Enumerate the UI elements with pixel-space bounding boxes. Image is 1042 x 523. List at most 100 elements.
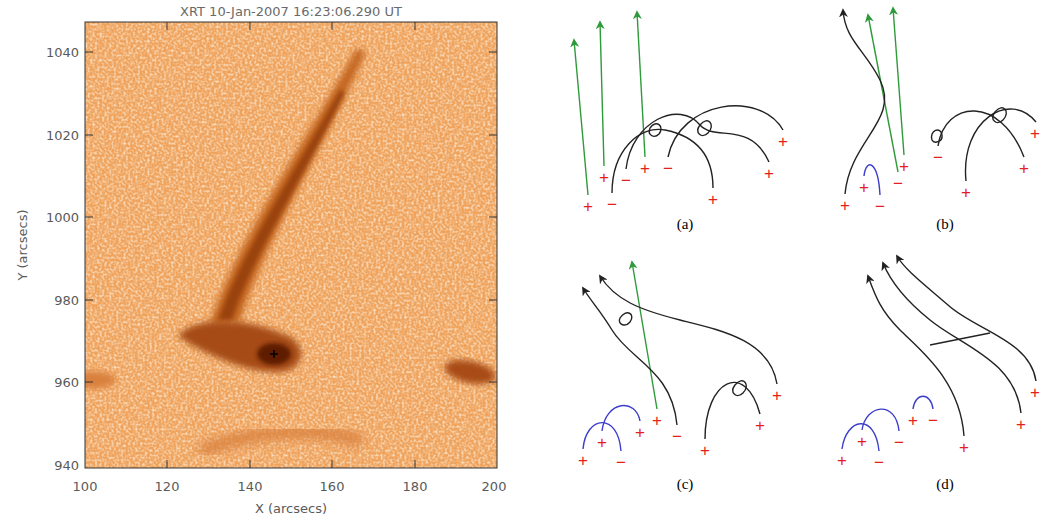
tick-label: 200 bbox=[482, 480, 507, 493]
polarity-sign: + bbox=[1019, 160, 1029, 177]
polarity-sign: + bbox=[899, 158, 909, 175]
tick-label: 1000 bbox=[46, 211, 79, 224]
polarity-sign: − bbox=[621, 172, 631, 189]
faint-patch bbox=[85, 371, 116, 389]
xray-image bbox=[85, 22, 497, 468]
bright-point bbox=[257, 343, 291, 365]
tick-label: 120 bbox=[155, 480, 180, 493]
polarity-sign: + bbox=[1030, 125, 1040, 142]
tick-label: 100 bbox=[73, 480, 98, 493]
new-loop bbox=[602, 405, 640, 431]
image-noise bbox=[85, 22, 497, 468]
jet bbox=[210, 48, 366, 324]
polarity-sign: + bbox=[840, 197, 850, 214]
tick-label: 160 bbox=[320, 480, 345, 493]
polarity-sign: − bbox=[893, 175, 903, 192]
field-lines-d bbox=[842, 256, 1036, 451]
tick-label: 940 bbox=[54, 459, 79, 472]
panel-label: (b) bbox=[936, 217, 954, 232]
open-field-line bbox=[632, 262, 657, 409]
twist-curl bbox=[932, 130, 943, 142]
polarity-sign: + bbox=[635, 424, 645, 441]
polarity-sign: − bbox=[616, 454, 626, 471]
polarity-sign: + bbox=[764, 165, 774, 182]
image-noise bbox=[85, 22, 497, 468]
tick-label: 1040 bbox=[46, 46, 79, 59]
tick-label: 180 bbox=[403, 480, 428, 493]
tick-marks bbox=[85, 22, 497, 468]
jet-base bbox=[178, 321, 301, 372]
open-field-line bbox=[897, 256, 1036, 381]
polarity-sign: + bbox=[1016, 416, 1026, 433]
polarity-sign: − bbox=[928, 412, 938, 429]
polarity-sign: − bbox=[933, 149, 943, 166]
open-field-line bbox=[574, 40, 588, 195]
polarity-sign: + bbox=[578, 452, 588, 469]
twist-curl bbox=[619, 313, 632, 325]
polarity-sign: + bbox=[857, 433, 867, 450]
polarity-sign: + bbox=[837, 452, 847, 469]
panel-label: (c) bbox=[677, 477, 694, 492]
polarity-sign: + bbox=[583, 198, 593, 215]
field-lines-b bbox=[843, 8, 1036, 195]
jet-core bbox=[218, 90, 345, 320]
reconnected-line bbox=[600, 276, 777, 384]
open-field-line bbox=[868, 15, 898, 172]
panel-label: (a) bbox=[677, 217, 694, 232]
tick-label: 1020 bbox=[46, 129, 79, 142]
twist-curl bbox=[698, 121, 711, 136]
polarity-sign: + bbox=[599, 169, 609, 186]
polarity-sign: + bbox=[708, 191, 718, 208]
open-field-line bbox=[893, 8, 904, 155]
polarity-sign: + bbox=[597, 434, 607, 451]
closed-loop bbox=[938, 111, 1024, 157]
field-lines-a bbox=[574, 12, 783, 195]
polarity-sign: − bbox=[875, 198, 885, 215]
field-lines-c bbox=[583, 262, 777, 451]
tick-label: 980 bbox=[54, 294, 79, 307]
polarity-sign: + bbox=[700, 442, 710, 459]
tick-label: 960 bbox=[54, 376, 79, 389]
tick-label: 140 bbox=[238, 480, 263, 493]
axis-label: X (arcsecs) bbox=[255, 502, 327, 515]
faint-loop bbox=[200, 432, 362, 452]
axis-label: Y (arcsecs) bbox=[16, 209, 29, 280]
polarity-sign: + bbox=[959, 439, 969, 456]
open-field-line bbox=[600, 22, 604, 166]
polarity-sign: + bbox=[859, 179, 869, 196]
twist-curl bbox=[733, 381, 746, 396]
polarity-sign: − bbox=[894, 434, 904, 451]
polarity-sign: + bbox=[778, 133, 788, 150]
polarity-sign: + bbox=[961, 184, 971, 201]
plot-frame bbox=[85, 22, 497, 468]
panel-label: (d) bbox=[936, 477, 954, 492]
new-loop bbox=[913, 396, 933, 409]
twist-curl bbox=[649, 124, 661, 136]
reconnected-line bbox=[843, 10, 885, 194]
twist-segment bbox=[930, 333, 990, 345]
polarity-sign: − bbox=[663, 160, 673, 177]
polarity-sign: − bbox=[672, 428, 682, 445]
polarity-sign: + bbox=[908, 412, 918, 429]
twist-curl bbox=[993, 108, 1006, 123]
polarity-sign: + bbox=[772, 387, 782, 404]
plot-axes bbox=[85, 22, 497, 468]
closed-loop bbox=[668, 106, 783, 157]
polarity-sign: + bbox=[652, 412, 662, 429]
open-field-line bbox=[868, 276, 964, 436]
bright-patch bbox=[442, 356, 497, 388]
image-ground bbox=[85, 22, 497, 468]
polarity-sign: + bbox=[640, 160, 650, 177]
new-loop bbox=[842, 424, 879, 451]
center-cross bbox=[270, 350, 278, 358]
reconnected-line bbox=[583, 288, 677, 425]
polarity-sign: + bbox=[1030, 384, 1040, 401]
new-loop bbox=[862, 409, 899, 431]
closed-loop bbox=[966, 109, 1036, 181]
polarity-sign: + bbox=[755, 417, 765, 434]
plot-title: XRT 10-Jan-2007 16:23:06.290 UT bbox=[180, 5, 402, 18]
polarity-sign: − bbox=[874, 454, 884, 471]
polarity-sign: − bbox=[607, 196, 617, 213]
